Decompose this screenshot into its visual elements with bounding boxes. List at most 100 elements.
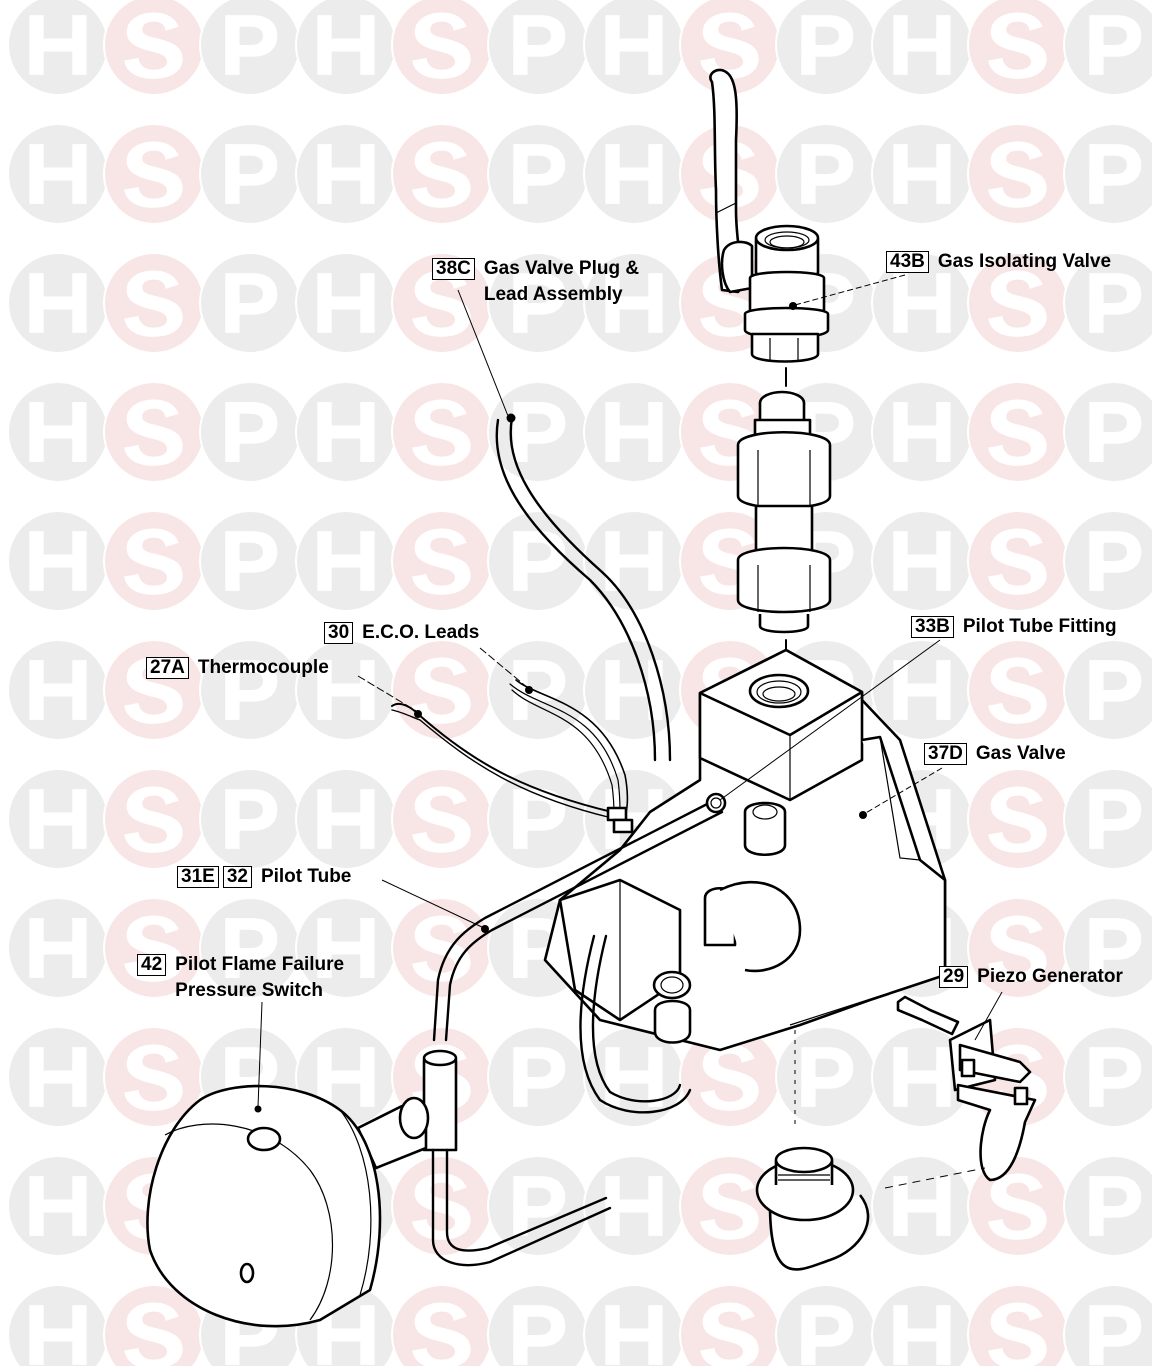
watermark-logo-glyph [700, 1302, 759, 1366]
gas-valve-plug-lead-drawing[interactable] [495, 413, 672, 762]
watermark-badge [967, 381, 1069, 483]
watermark-logo-glyph [513, 789, 566, 849]
watermark-badge [1063, 1026, 1152, 1128]
bottom-plug-drawing[interactable] [755, 1146, 870, 1271]
watermark-logo-glyph [225, 144, 278, 204]
watermark-logo-glyph [700, 12, 759, 79]
watermark-logo-glyph [513, 273, 566, 333]
watermark-logo-glyph [412, 1173, 471, 1240]
watermark-badge [103, 1026, 205, 1128]
watermark-badge [7, 768, 109, 870]
part-name: Gas Valve Plug & Lead Assembly [484, 256, 639, 308]
watermark-badge [1063, 252, 1152, 354]
callout-gas-isolating-valve[interactable]: 43B Gas Isolating Valve [886, 249, 1111, 275]
part-name: Gas Valve [975, 743, 1066, 764]
part-ref-badge: 43B [886, 251, 929, 273]
watermark-badge [967, 1284, 1069, 1366]
watermark-logo-glyph [225, 660, 278, 720]
watermark-logo-glyph [1089, 531, 1142, 591]
part-ref-badge: 38C [432, 258, 475, 280]
gas-isolating-valve-drawing[interactable] [709, 68, 830, 363]
thermocouple-and-eco-leads-drawing[interactable] [391, 679, 634, 834]
watermark-badge [103, 381, 205, 483]
watermark-logo-glyph [893, 1176, 951, 1236]
watermark-logo-glyph [412, 1302, 471, 1366]
union-fitting-drawing[interactable] [736, 390, 832, 634]
watermark-logo-glyph [1089, 1305, 1142, 1365]
watermark-badge [487, 639, 589, 741]
watermark-logo-glyph [1089, 273, 1142, 333]
watermark-logo-glyph [124, 399, 183, 466]
callout-pilot-tube[interactable]: 31E 32 Pilot Tube [177, 864, 351, 890]
callout-pilot-flame-failure-pressure-switch[interactable]: 42 Pilot Flame Failure Pressure Switch [137, 952, 344, 1004]
callout-thermocouple[interactable]: 27A Thermocouple [146, 655, 329, 681]
gas-valve-drawing[interactable] [543, 648, 947, 1052]
watermark-logo-glyph [1089, 789, 1142, 849]
callout-pilot-tube-fitting[interactable]: 33B Pilot Tube Fitting [911, 614, 1117, 640]
callout-piezo-generator[interactable]: 29 Piezo Generator [939, 964, 1123, 990]
watermark-logo-glyph [513, 144, 566, 204]
watermark-logo-glyph [29, 531, 87, 591]
callout-gas-valve-plug-lead-assembly[interactable]: 38C Gas Valve Plug & Lead Assembly [432, 256, 639, 308]
watermark-badge [871, 123, 973, 225]
watermark-logo-glyph [988, 786, 1047, 853]
pilot-tee-fitting-drawing[interactable] [356, 1049, 612, 1267]
watermark-badge [391, 1155, 493, 1257]
callout-gas-valve[interactable]: 37D Gas Valve [924, 741, 1066, 767]
part-ref-badge: 27A [146, 657, 189, 679]
watermark-logo-glyph [412, 528, 471, 595]
watermark-logo-glyph [605, 402, 663, 462]
watermark-badge [967, 252, 1069, 354]
watermark-logo-glyph [1089, 15, 1142, 75]
watermark-badge [775, 1284, 877, 1366]
watermark-logo-glyph [801, 1305, 854, 1365]
watermark-logo-glyph [893, 15, 951, 75]
watermark-badge [103, 252, 205, 354]
watermark-logo-glyph [893, 660, 951, 720]
watermark-logo-glyph [29, 273, 87, 333]
watermark-badge [295, 639, 397, 741]
watermark-logo-glyph [29, 144, 87, 204]
watermark-logo-glyph [893, 273, 951, 333]
watermark-badge [7, 639, 109, 741]
watermark-logo-glyph [412, 270, 471, 337]
watermark-logo-glyph [605, 1047, 663, 1107]
piezo-generator-drawing[interactable] [896, 995, 1037, 1182]
watermark-logo-glyph [1089, 1176, 1142, 1236]
watermark-badge [7, 252, 109, 354]
watermark-logo-glyph [124, 270, 183, 337]
watermark-badge [967, 768, 1069, 870]
watermark-logo-glyph [29, 1305, 87, 1365]
watermark-logo-glyph [801, 1047, 854, 1107]
pilot-flame-failure-pressure-switch-drawing[interactable] [146, 1084, 382, 1328]
watermark-logo-glyph [412, 399, 471, 466]
watermark-badge [7, 1026, 109, 1128]
watermark-badge [487, 768, 589, 870]
watermark-badge [1063, 510, 1152, 612]
watermark-badge [7, 1284, 109, 1366]
watermark-logo-glyph [801, 144, 854, 204]
watermark-badge [199, 0, 301, 96]
watermark-badge [103, 510, 205, 612]
watermark-logo-glyph [988, 915, 1047, 982]
watermark-logo-glyph [124, 786, 183, 853]
watermark-badge [487, 252, 589, 354]
part-name-line: Gas Valve Plug & [483, 258, 640, 279]
watermark-logo-glyph [988, 657, 1047, 724]
watermark-badge [967, 0, 1069, 96]
watermark-logo-glyph [988, 270, 1047, 337]
watermark-badge [1063, 0, 1152, 96]
watermark-logo-glyph [893, 144, 951, 204]
part-name-line: Lead Assembly [483, 284, 623, 305]
watermark-badge [295, 0, 397, 96]
watermark-logo-glyph [513, 1176, 566, 1236]
watermark-circle [1063, 1284, 1152, 1366]
watermark-logo-glyph [225, 402, 278, 462]
callout-eco-leads[interactable]: 30 E.C.O. Leads [324, 620, 479, 646]
watermark-logo-glyph [605, 273, 663, 333]
watermark-badge [391, 0, 493, 96]
watermark-logo-glyph [29, 789, 87, 849]
watermark-logo-glyph [124, 1044, 183, 1111]
watermark-badge [295, 252, 397, 354]
watermark-badge [199, 897, 301, 999]
